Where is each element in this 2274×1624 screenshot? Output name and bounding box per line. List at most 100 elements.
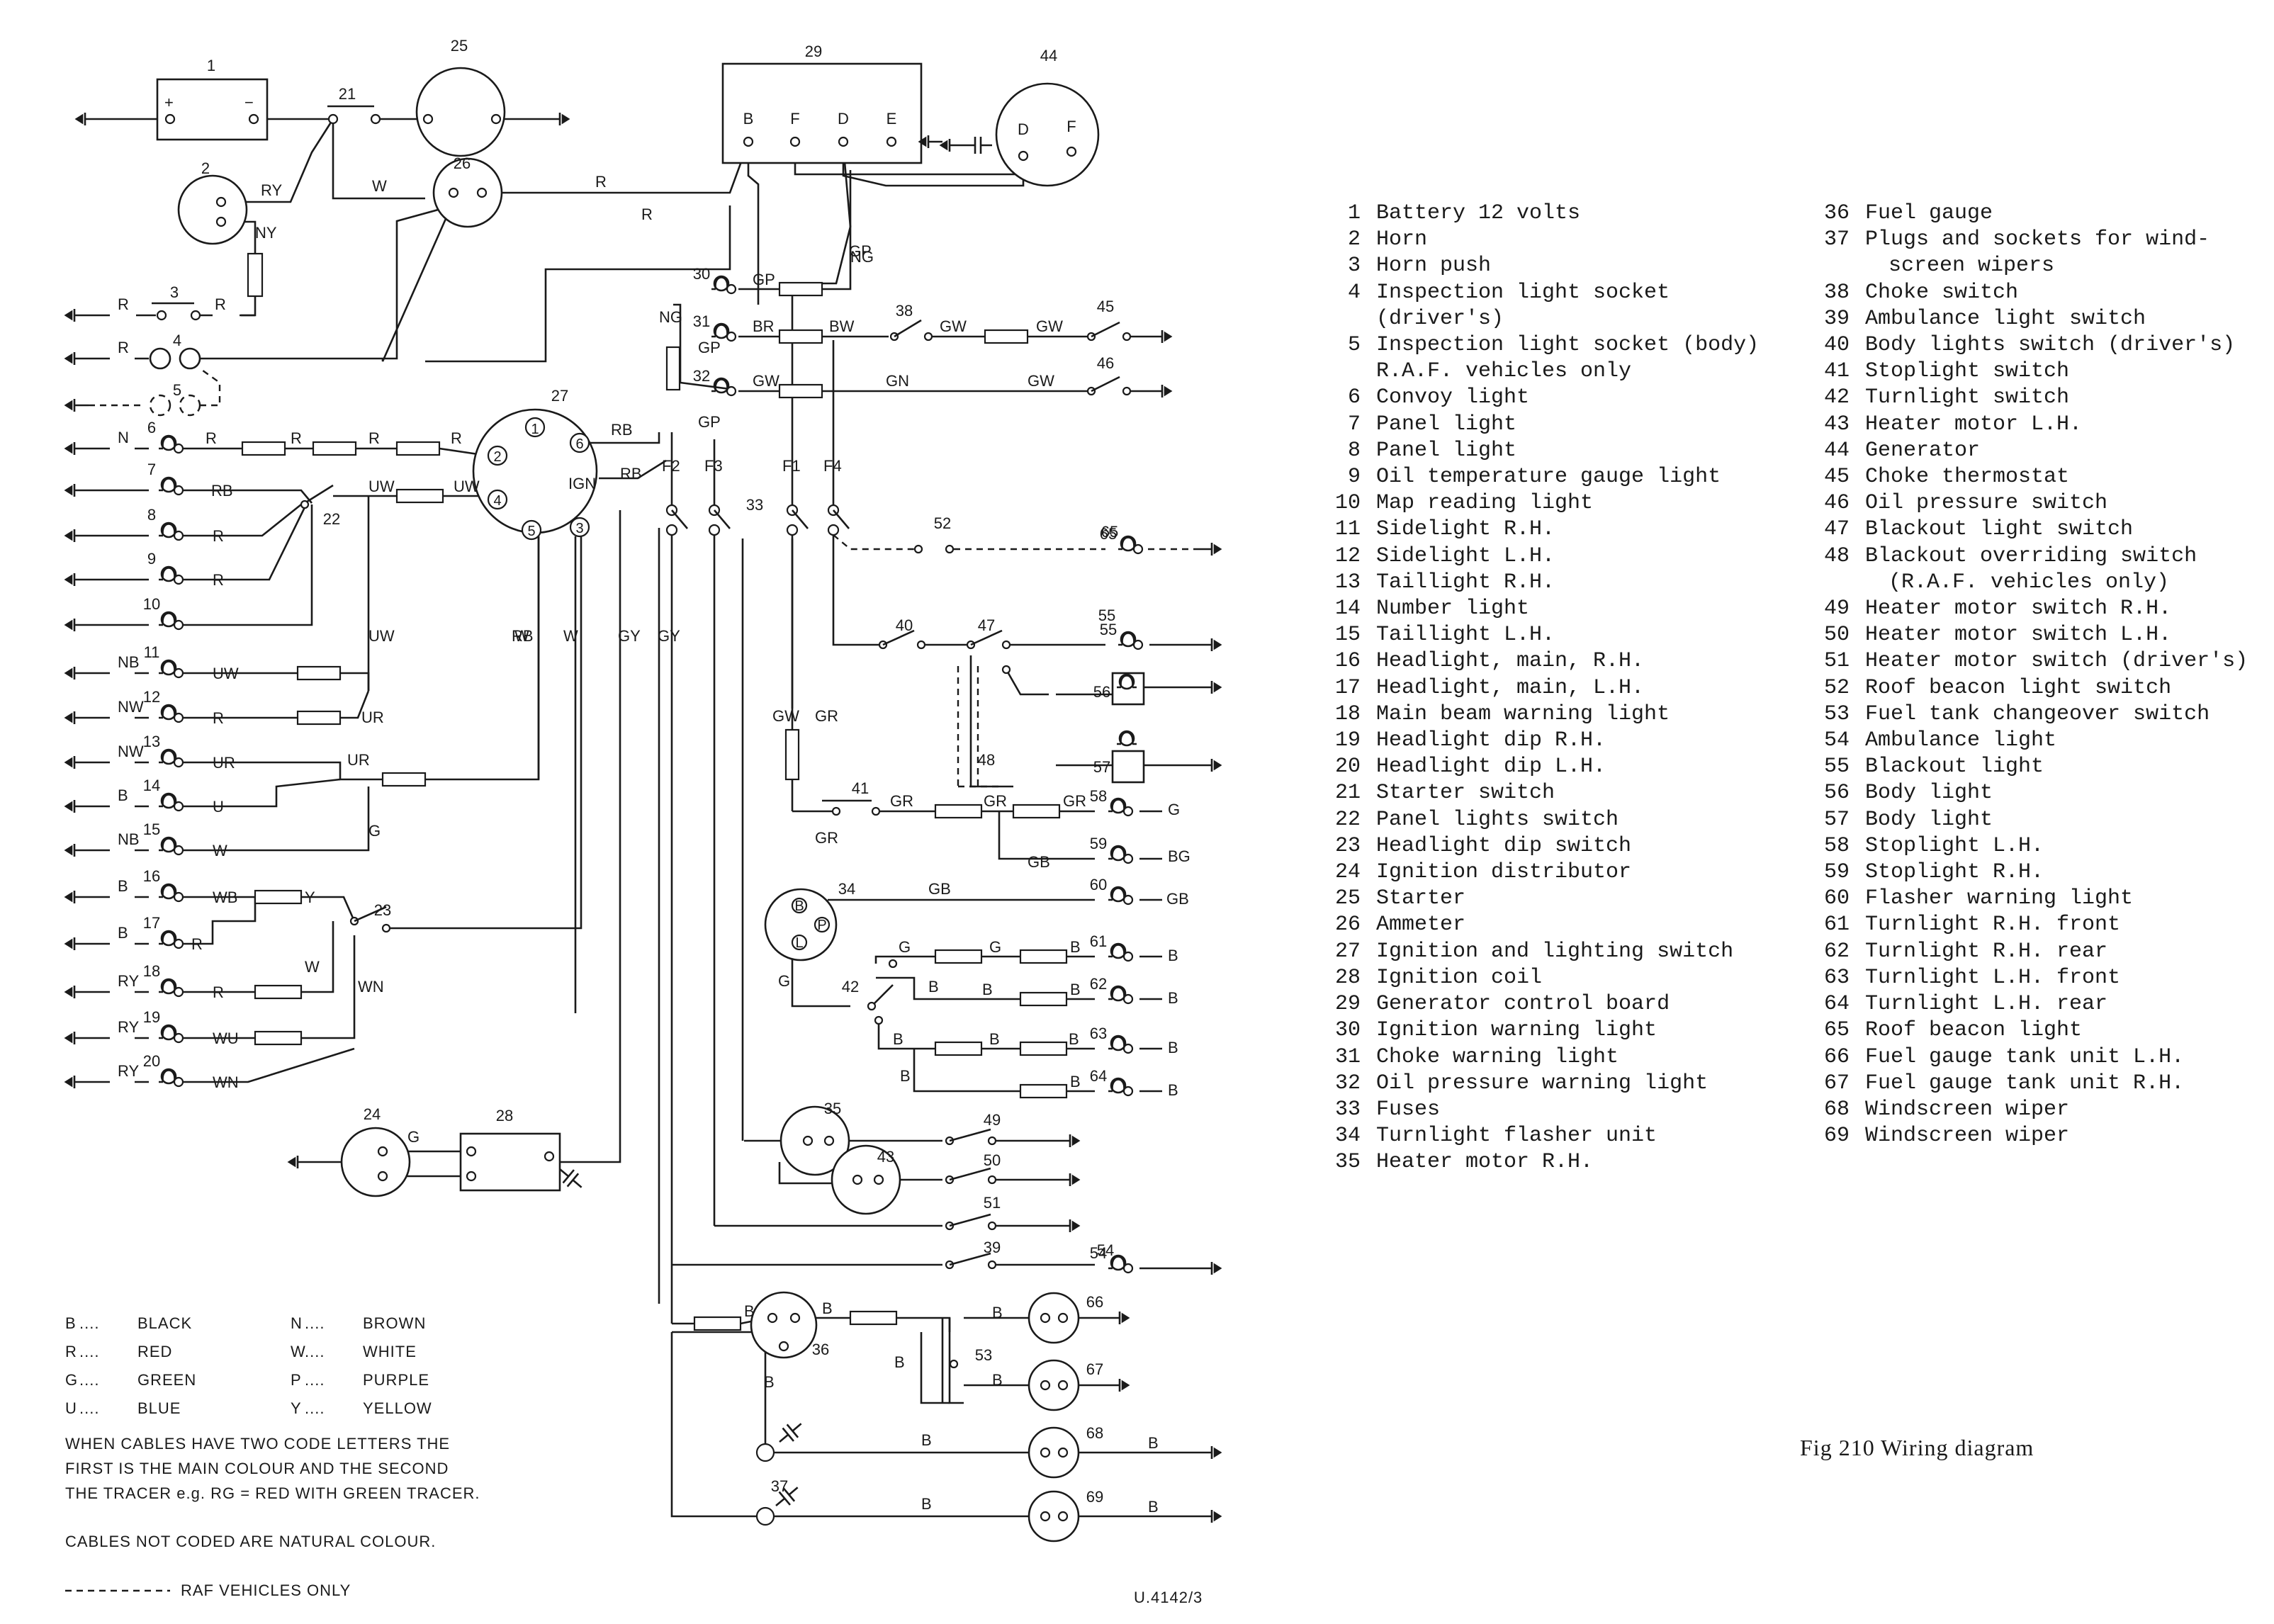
wire-colour-code: GW xyxy=(1036,317,1063,335)
windscreen-wiper-69 xyxy=(1028,1490,1080,1543)
earth-icon xyxy=(1056,1173,1081,1186)
wire-colour-code: UW xyxy=(213,665,239,682)
earth-arrow xyxy=(918,136,927,147)
legend-note: CABLES NOT CODED ARE NATURAL COLOUR. xyxy=(65,1533,436,1550)
wire xyxy=(183,504,313,626)
fuel-tank-unit-lh xyxy=(1028,1292,1080,1344)
key-item-description: Heater motor switch (driver's) xyxy=(1865,649,2248,674)
terminal xyxy=(1066,146,1077,157)
wire-colour-code: WU xyxy=(213,1030,239,1047)
terminal xyxy=(173,757,184,768)
key-item-description: Generator control board xyxy=(1376,992,1670,1017)
legend-dots: .... xyxy=(79,1343,99,1360)
turnlight-switch-blade xyxy=(871,984,894,1007)
wire xyxy=(546,510,621,1163)
bulb-filament xyxy=(162,931,176,944)
key-item-description: Plugs and sockets for wind- xyxy=(1865,227,2210,252)
wire-colour-code: GB xyxy=(928,880,951,898)
earth-arrow xyxy=(64,938,73,949)
earth-arrow xyxy=(64,400,73,411)
wire-colour-code: GR xyxy=(815,829,838,847)
component-number-30: 30 xyxy=(693,265,710,283)
component-number-32: 32 xyxy=(693,367,710,385)
key-item-number: 22 xyxy=(1334,807,1361,832)
changeover-switch xyxy=(941,1318,964,1404)
component-number-6: 6 xyxy=(147,419,156,436)
legend-code: P xyxy=(291,1371,302,1389)
wire-colour-code: BW xyxy=(829,317,855,335)
switch27-terminal-label: 6 xyxy=(575,436,583,452)
earth-icon xyxy=(287,1156,312,1168)
capacitor-plates xyxy=(964,137,992,154)
key-item-description: Flasher warning light xyxy=(1865,886,2134,911)
key-item-number: 10 xyxy=(1334,491,1361,516)
key-item-description: Heater motor switch R.H. xyxy=(1865,597,2172,621)
key-item-description: Ammeter xyxy=(1376,913,1466,937)
terminal xyxy=(886,136,897,147)
wire-colour-code: GP xyxy=(698,413,721,431)
component-number-10: 10 xyxy=(143,595,160,613)
key-item-number: 41 xyxy=(1823,359,1850,384)
switch27-terminal-label: 3 xyxy=(575,521,583,536)
key-item-number: 53 xyxy=(1823,701,1850,726)
key-item-description: Turnlight L.H. rear xyxy=(1865,992,2108,1017)
terminal xyxy=(487,445,508,466)
wire-colour-code: BR xyxy=(753,317,775,335)
earth-icon xyxy=(64,891,89,903)
key-item-number: 69 xyxy=(1823,1124,1850,1149)
bulb-filament xyxy=(1121,536,1135,550)
earth-icon xyxy=(74,113,99,125)
resistor-symbol xyxy=(849,1310,898,1326)
earth-arrow xyxy=(64,891,73,903)
key-item-description: Windscreen wiper xyxy=(1865,1124,2070,1149)
panel-switch-blade xyxy=(304,484,334,504)
terminal xyxy=(381,923,391,933)
switch27-ign-label: IGN xyxy=(568,475,596,492)
earth-icon xyxy=(1105,1312,1130,1324)
generator-terminal-label: D xyxy=(1018,120,1029,138)
bulb-glass xyxy=(1110,1254,1127,1271)
key-item-number: 14 xyxy=(1334,597,1361,621)
terminal xyxy=(190,310,201,321)
earth-arrow xyxy=(64,712,73,723)
wire-colour-code: R xyxy=(215,295,226,313)
key-item-description: Sidelight R.H. xyxy=(1376,517,1555,542)
key-item-description: Stoplight L.H. xyxy=(1865,833,2044,858)
inspection-socket-5b xyxy=(179,394,201,417)
fuel-gauge xyxy=(750,1291,818,1359)
wire-colour-code: NB xyxy=(118,653,140,671)
wire-colour-code: GP xyxy=(753,271,775,288)
raf-dashed-wire xyxy=(957,666,999,788)
key-item-number: 54 xyxy=(1823,728,1850,753)
earth-icon xyxy=(64,711,89,724)
key-item-number: 47 xyxy=(1823,517,1850,542)
resistor-symbol xyxy=(784,728,800,781)
wire-colour-code: W xyxy=(514,627,529,645)
key-item-number: 25 xyxy=(1334,886,1361,911)
terminal xyxy=(544,1151,555,1162)
wire-colour-code: RB xyxy=(211,482,233,500)
inspection-socket-4 xyxy=(149,347,171,370)
terminal xyxy=(1001,640,1011,650)
key-item-description: Choke thermostat xyxy=(1865,465,2070,490)
bulb-glass xyxy=(1118,730,1135,747)
key-item-number: 49 xyxy=(1823,597,1850,621)
bulb-glass xyxy=(160,748,177,765)
earth-icon xyxy=(64,619,89,631)
earth-arrow xyxy=(1213,639,1222,650)
terminal xyxy=(1122,853,1134,864)
bulb-glass xyxy=(160,704,177,721)
terminal xyxy=(173,712,184,723)
wire-colour-code: B xyxy=(921,1495,932,1513)
terminal xyxy=(569,432,590,453)
earth-arrow xyxy=(1121,1312,1130,1324)
